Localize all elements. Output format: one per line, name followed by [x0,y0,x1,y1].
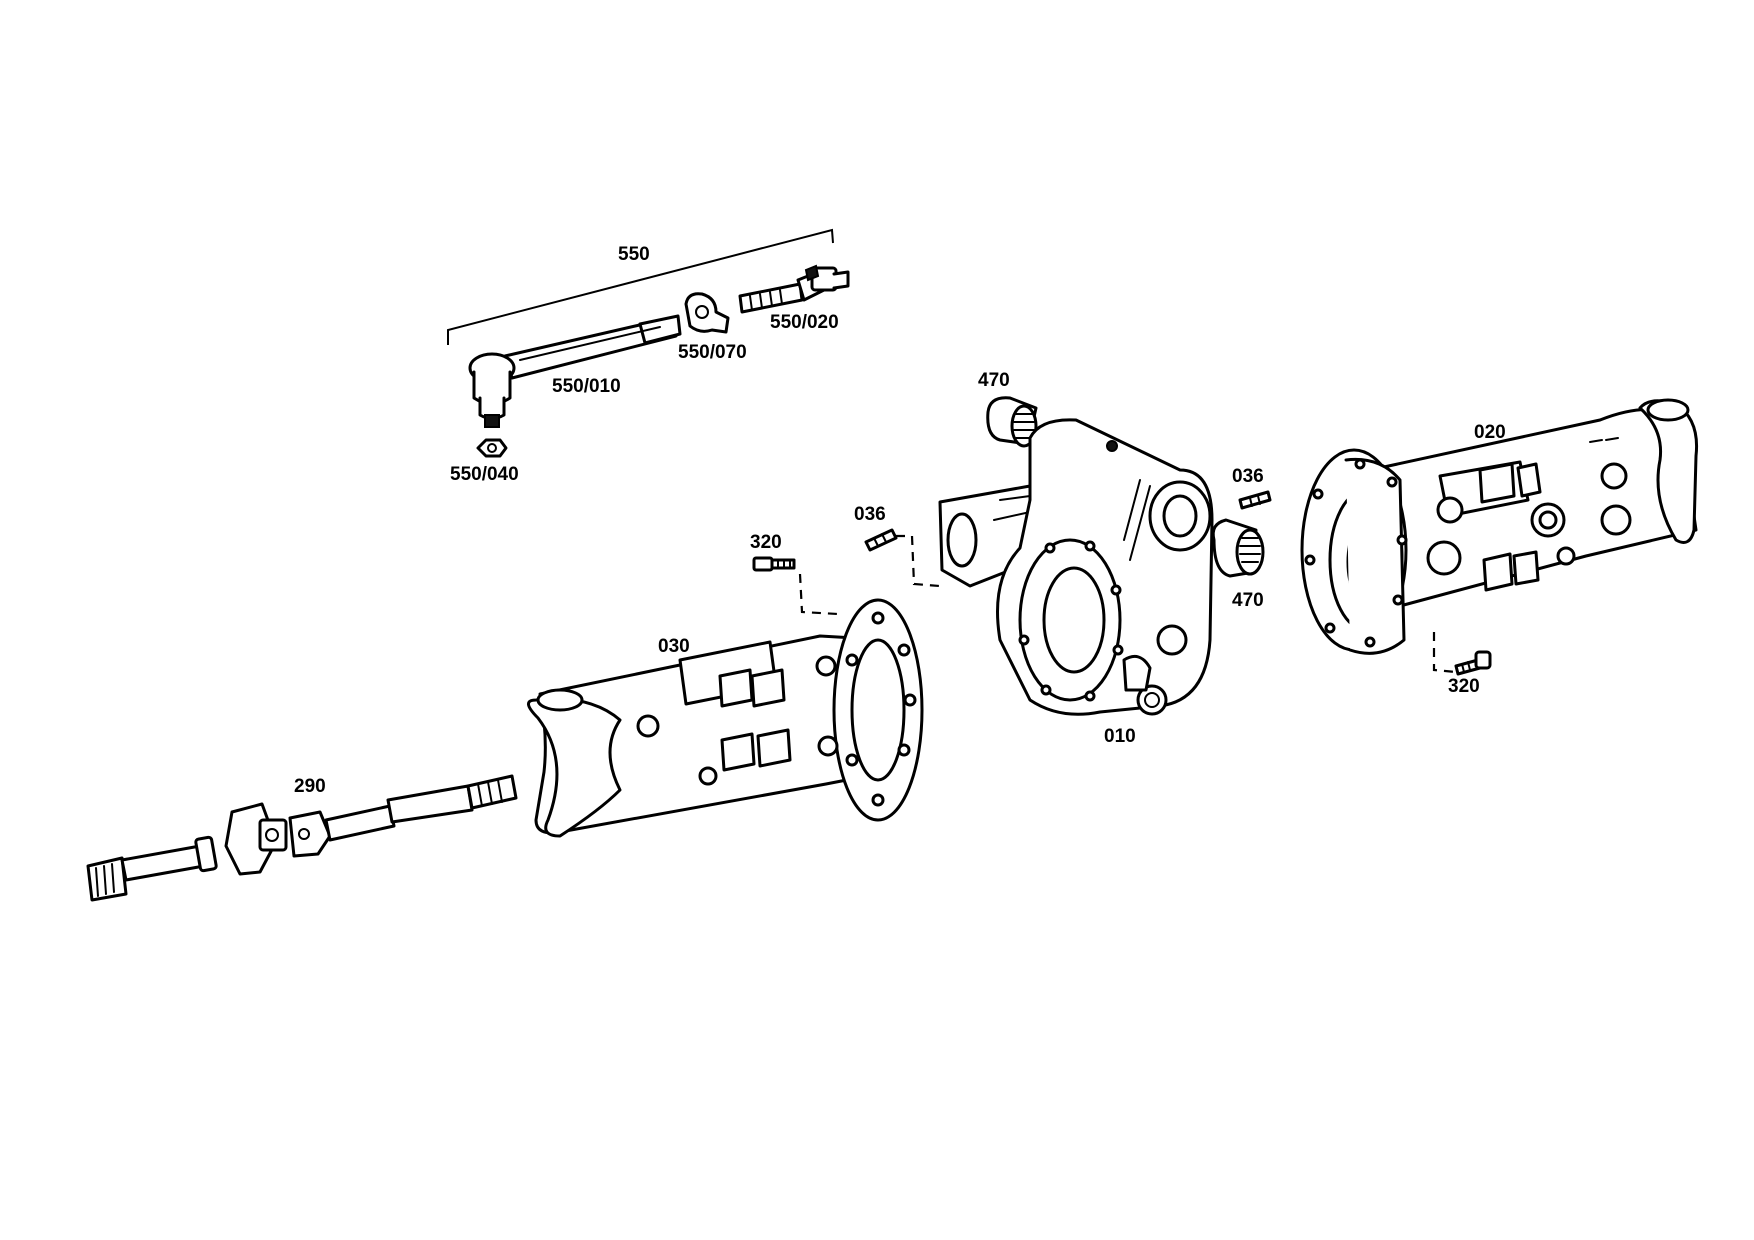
part-030-axle-housing [527,598,924,838]
part-010-central-housing [938,418,1214,716]
callout-030: 030 [658,636,690,657]
callout-550-020: 550/020 [770,312,839,333]
part-550-020-threaded-end [738,264,850,314]
callout-320-left: 320 [750,532,782,553]
part-036-pin-right [1238,490,1272,510]
callout-550-040: 550/040 [450,464,519,485]
part-290-drive-shaft [86,774,518,902]
callout-036-right: 036 [1232,466,1264,487]
part-550-070-clamp [684,292,730,334]
callout-470-right: 470 [1232,590,1264,611]
callout-550: 550 [618,244,650,265]
callout-470-top: 470 [978,370,1010,391]
callout-550-010: 550/010 [552,376,621,397]
part-320-bolt-left [752,556,796,572]
callout-320-right: 320 [1448,676,1480,697]
callout-290: 290 [294,776,326,797]
callout-550-070: 550/070 [678,342,747,363]
assembly-550-bracket [447,228,834,345]
part-550-040-nut [476,438,508,458]
part-470-bushing-right [1211,518,1265,578]
leader-lines [798,534,1457,674]
part-020-axle-housing [1300,398,1699,655]
callout-020: 020 [1474,422,1506,443]
part-320-bolt-right [1454,650,1492,676]
callout-036-left: 036 [854,504,886,525]
part-036-pin-left [864,528,898,552]
callout-010: 010 [1104,726,1136,747]
part-550-010-tie-rod [468,314,682,428]
